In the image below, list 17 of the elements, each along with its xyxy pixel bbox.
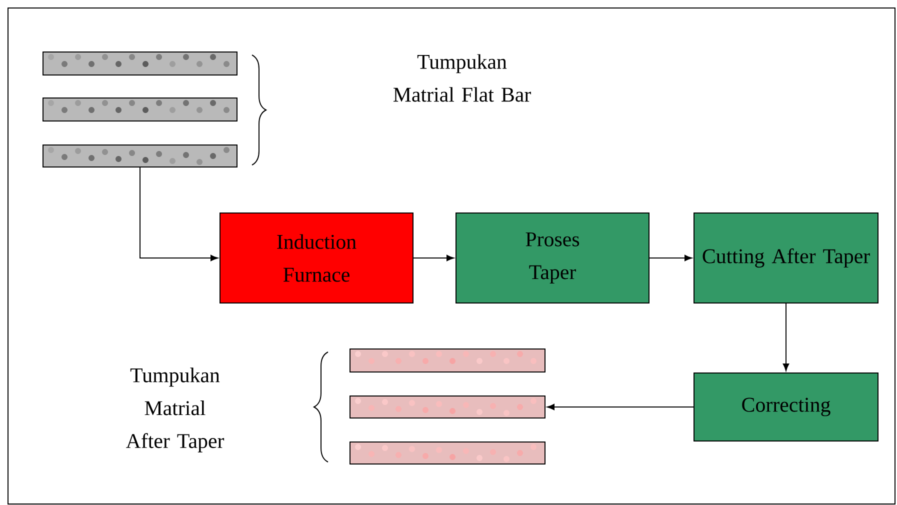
material-bar — [350, 396, 546, 418]
material-bar — [350, 442, 546, 464]
arrow — [413, 254, 454, 262]
material-bar — [42, 98, 238, 122]
arrow — [140, 167, 218, 262]
group-label: Tumpukan Matrial After Taper — [126, 368, 224, 452]
arrow — [547, 404, 694, 410]
material-bar — [42, 144, 238, 168]
material-bar — [350, 348, 546, 372]
process-box: Proses Taper — [456, 212, 650, 304]
process-box: Correcting — [694, 372, 878, 442]
arrow — [649, 254, 692, 262]
material-bar — [42, 52, 238, 76]
process-box: Induction Furnace — [220, 212, 414, 304]
arrow — [782, 303, 790, 371]
process-box: Cutting After Taper — [694, 212, 878, 304]
group-label: Tumpukan Matrial Flat Bar — [393, 54, 531, 102]
